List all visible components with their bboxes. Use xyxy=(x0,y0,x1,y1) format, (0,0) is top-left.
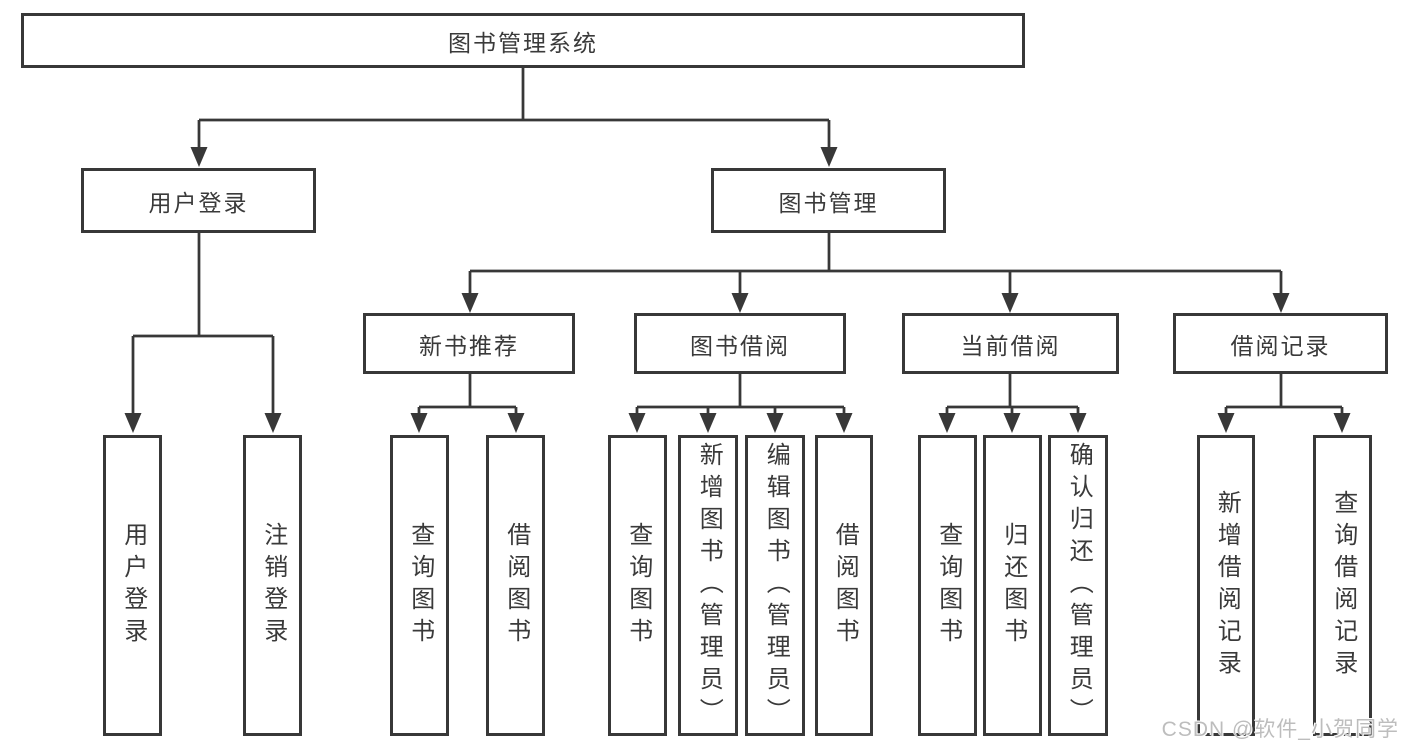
arrow-down-icon xyxy=(835,413,853,433)
node-label: 注销登录 xyxy=(259,521,287,650)
arrow-down-icon xyxy=(1217,413,1235,433)
node-leaf-query-books-borrowing: 查询图书 xyxy=(608,435,667,736)
node-label: 当前借阅 xyxy=(960,332,1061,359)
arrow-down-icon xyxy=(766,413,784,433)
node-label: 查询图书 xyxy=(406,521,434,650)
node-borrowing-records: 借阅记录 xyxy=(1173,313,1388,374)
csdn-watermark: CSDN @软件_小贺同学 xyxy=(1161,718,1399,741)
node-label: 图书管理 xyxy=(778,189,879,216)
node-label: 确认归还（管理员） xyxy=(1065,441,1093,730)
arrow-down-icon xyxy=(699,413,717,433)
node-root-system: 图书管理系统 xyxy=(21,13,1025,68)
node-label: 借阅记录 xyxy=(1230,332,1331,359)
node-book-borrowing: 图书借阅 xyxy=(634,313,846,374)
node-leaf-add-borrow-record: 新增借阅记录 xyxy=(1197,435,1255,736)
node-label: 用户登录 xyxy=(119,521,147,650)
node-label: 图书管理系统 xyxy=(448,29,598,56)
node-leaf-borrow-books-recommend: 借阅图书 xyxy=(486,435,545,736)
node-leaf-borrow-books: 借阅图书 xyxy=(815,435,873,736)
arrow-down-icon xyxy=(461,293,479,313)
node-label: 查询借阅记录 xyxy=(1329,489,1357,682)
node-label: 借阅图书 xyxy=(502,521,530,650)
node-leaf-user-login: 用户登录 xyxy=(103,435,162,736)
node-leaf-query-books-current: 查询图书 xyxy=(918,435,977,736)
arrow-down-icon xyxy=(1003,413,1021,433)
node-label: 图书借阅 xyxy=(690,332,790,359)
arrow-down-icon xyxy=(1001,293,1019,313)
node-leaf-add-books-admin: 新增图书（管理员） xyxy=(678,435,738,736)
arrow-down-icon xyxy=(1069,413,1087,433)
node-new-book-recommend: 新书推荐 xyxy=(363,313,575,374)
node-leaf-confirm-return-admin: 确认归还（管理员） xyxy=(1048,435,1108,736)
node-leaf-logout: 注销登录 xyxy=(243,435,302,736)
node-label: 用户登录 xyxy=(148,189,249,216)
arrow-down-icon xyxy=(938,413,956,433)
node-label: 查询图书 xyxy=(934,521,962,650)
node-label: 归还图书 xyxy=(999,521,1027,650)
node-label: 新书推荐 xyxy=(419,332,519,359)
arrow-down-icon xyxy=(1333,413,1351,433)
node-label: 借阅图书 xyxy=(831,521,859,650)
node-label: 编辑图书（管理员） xyxy=(762,441,790,730)
arrow-down-icon xyxy=(190,147,208,167)
arrow-down-icon xyxy=(124,413,142,433)
node-leaf-edit-books-admin: 编辑图书（管理员） xyxy=(745,435,805,736)
node-current-borrowing: 当前借阅 xyxy=(902,313,1119,374)
arrow-down-icon xyxy=(410,413,428,433)
node-book-management-module: 图书管理 xyxy=(711,168,946,233)
arrow-down-icon xyxy=(264,413,282,433)
node-leaf-query-books-recommend: 查询图书 xyxy=(390,435,449,736)
node-label: 新增图书（管理员） xyxy=(695,441,723,730)
node-user-login-module: 用户登录 xyxy=(81,168,316,233)
arrow-down-icon xyxy=(628,413,646,433)
arrow-down-icon xyxy=(731,293,749,313)
node-leaf-query-borrow-record: 查询借阅记录 xyxy=(1313,435,1372,736)
arrow-down-icon xyxy=(820,147,838,167)
node-label: 新增借阅记录 xyxy=(1213,489,1241,682)
arrow-down-icon xyxy=(1272,293,1290,313)
node-leaf-return-books: 归还图书 xyxy=(983,435,1042,736)
arrowhead-icons xyxy=(124,147,1351,433)
node-label: 查询图书 xyxy=(624,521,652,650)
arrow-down-icon xyxy=(507,413,525,433)
tree-branch-lines xyxy=(131,68,1344,420)
